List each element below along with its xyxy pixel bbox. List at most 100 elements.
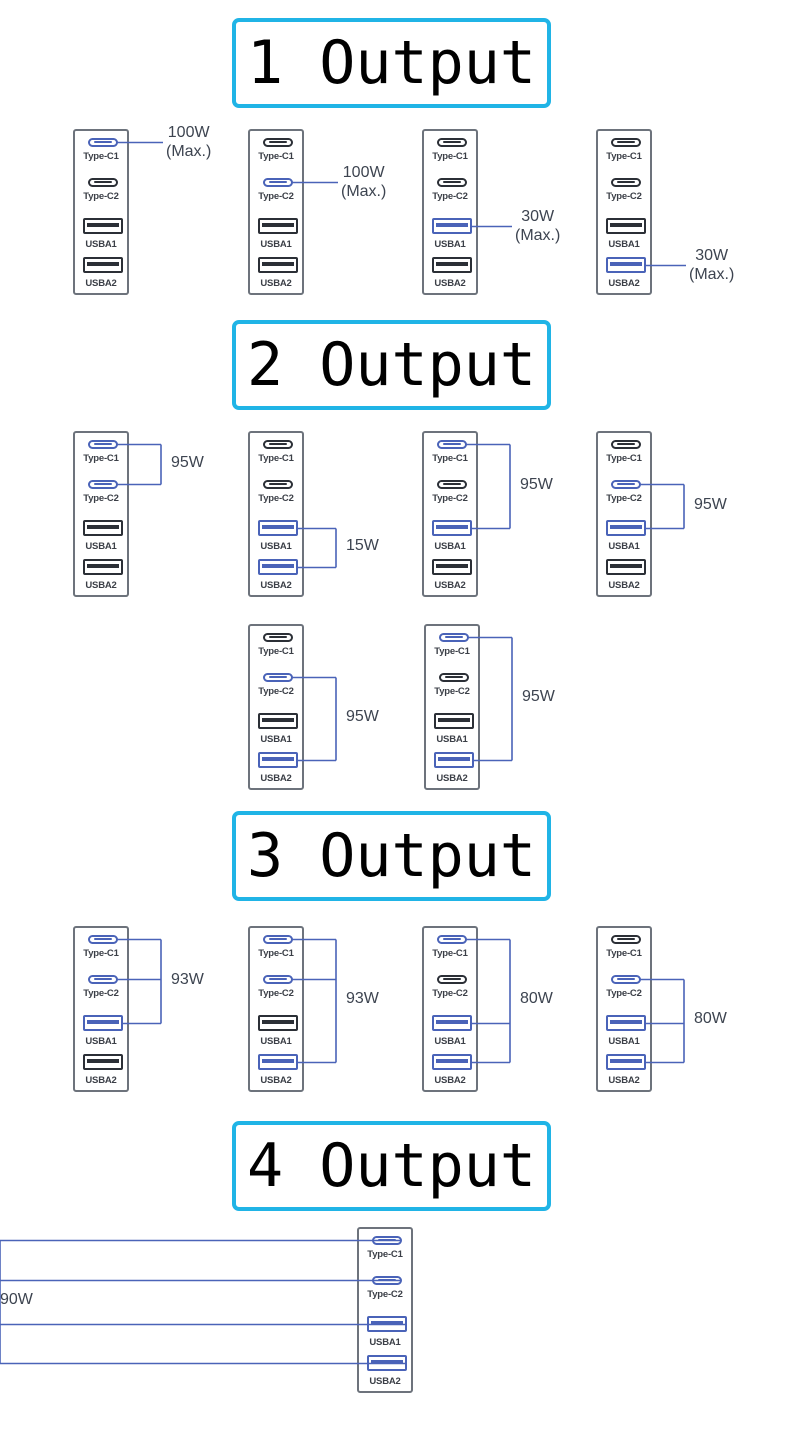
- wattage-label: 90W: [0, 1291, 33, 1308]
- wattage-label: 95W: [694, 495, 727, 513]
- type-c1-port-icon: [437, 137, 467, 147]
- usba2-port-icon: [83, 257, 123, 273]
- usba2-label: USBA2: [260, 580, 292, 591]
- type-c2-label: Type-C2: [83, 493, 119, 504]
- usba1-label: USBA1: [436, 734, 468, 745]
- usba2-label: USBA2: [260, 1075, 292, 1086]
- type-c1-label: Type-C1: [606, 453, 642, 464]
- type-c2-port-icon: [263, 974, 293, 984]
- usba1-port-icon: [367, 1316, 407, 1332]
- wattage-label: 95W: [171, 453, 204, 471]
- usba2-port-icon: [432, 1054, 472, 1070]
- usba1-port-icon: [258, 520, 298, 536]
- type-c1-port-icon: [437, 934, 467, 944]
- usba2-label: USBA2: [434, 580, 466, 591]
- type-c1-label: Type-C1: [606, 151, 642, 162]
- usba1-port-icon: [606, 1015, 646, 1031]
- type-c2-label: Type-C2: [83, 988, 119, 999]
- usba2-label: USBA2: [608, 580, 640, 591]
- wattage-label: 80W: [694, 1010, 727, 1027]
- type-c2-port-icon: [263, 177, 293, 187]
- wattage-label: 15W: [346, 537, 379, 554]
- type-c1-label: Type-C1: [367, 1249, 403, 1260]
- usba2-port-icon: [258, 257, 298, 273]
- usba2-port-icon: [432, 559, 472, 575]
- type-c2-label: Type-C2: [606, 493, 642, 504]
- usba1-label: USBA1: [608, 1036, 640, 1047]
- section-title-4-output: 4 Output: [232, 1121, 551, 1211]
- type-c1-label: Type-C1: [83, 151, 119, 162]
- usba2-port-icon: [83, 1054, 123, 1070]
- usba2-label: USBA2: [608, 278, 640, 289]
- wattage-label: 95W: [520, 475, 553, 493]
- type-c2-label: Type-C2: [606, 988, 642, 999]
- usba1-port-icon: [434, 713, 474, 729]
- usba2-label: USBA2: [85, 278, 117, 289]
- type-c1-label: Type-C1: [432, 948, 468, 959]
- type-c2-port-icon: [611, 974, 641, 984]
- type-c2-port-icon: [437, 974, 467, 984]
- type-c1-port-icon: [88, 439, 118, 449]
- usba2-port-icon: [367, 1355, 407, 1371]
- usba2-label: USBA2: [260, 278, 292, 289]
- usba2-label: USBA2: [608, 1075, 640, 1086]
- usba2-port-icon: [606, 559, 646, 575]
- wattage-note: (Max.): [166, 142, 212, 160]
- usba2-port-icon: [434, 752, 474, 768]
- wattage-note: (Max.): [689, 265, 735, 283]
- type-c2-label: Type-C2: [432, 988, 468, 999]
- usba2-label: USBA2: [434, 278, 466, 289]
- type-c1-label: Type-C1: [258, 453, 294, 464]
- usba2-label: USBA2: [85, 1075, 117, 1086]
- type-c1-port-icon: [88, 137, 118, 147]
- type-c2-port-icon: [88, 974, 118, 984]
- usba1-label: USBA1: [434, 1036, 466, 1047]
- usba1-port-icon: [432, 1015, 472, 1031]
- wattage-value: 100W: [342, 163, 385, 181]
- usba2-port-icon: [258, 752, 298, 768]
- type-c1-label: Type-C1: [258, 948, 294, 959]
- wattage-label: 95W: [522, 688, 555, 705]
- type-c1-label: Type-C1: [83, 453, 119, 464]
- usba1-port-icon: [83, 1015, 123, 1031]
- type-c2-port-icon: [437, 479, 467, 489]
- usba2-port-icon: [606, 1054, 646, 1070]
- wattage-label: 93W: [346, 990, 379, 1007]
- type-c2-port-icon: [611, 177, 641, 187]
- wattage-label: 100W(Max.): [341, 163, 386, 201]
- type-c2-label: Type-C2: [83, 191, 119, 202]
- usba1-label: USBA1: [608, 239, 640, 250]
- usba1-port-icon: [606, 520, 646, 536]
- type-c1-port-icon: [437, 439, 467, 449]
- wattage-value: 30W: [521, 207, 555, 225]
- type-c2-label: Type-C2: [258, 191, 294, 202]
- wattage-value: 100W: [167, 123, 210, 141]
- usba2-port-icon: [606, 257, 646, 273]
- wattage-label: 95W: [346, 708, 379, 725]
- usba1-port-icon: [432, 218, 472, 234]
- type-c2-port-icon: [439, 672, 469, 682]
- usba2-port-icon: [258, 559, 298, 575]
- type-c1-port-icon: [263, 934, 293, 944]
- wattage-value: 30W: [695, 246, 729, 264]
- usba2-label: USBA2: [85, 580, 117, 591]
- type-c1-label: Type-C1: [434, 646, 470, 657]
- section-title-1-output: 1 Output: [232, 18, 551, 108]
- usba1-label: USBA1: [434, 239, 466, 250]
- usba2-label: USBA2: [369, 1376, 401, 1387]
- usba2-label: USBA2: [260, 773, 292, 784]
- type-c1-label: Type-C1: [606, 948, 642, 959]
- type-c1-label: Type-C1: [258, 646, 294, 657]
- usba1-label: USBA1: [260, 1036, 292, 1047]
- type-c2-label: Type-C2: [606, 191, 642, 202]
- type-c1-port-icon: [611, 934, 641, 944]
- type-c2-port-icon: [88, 479, 118, 489]
